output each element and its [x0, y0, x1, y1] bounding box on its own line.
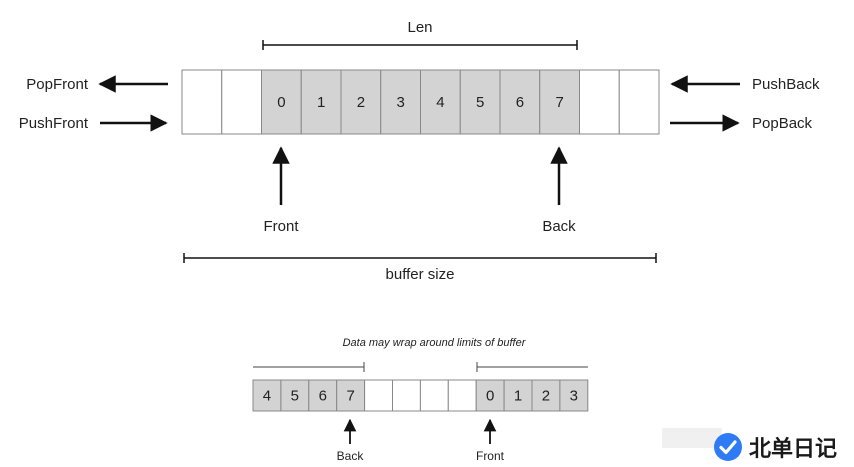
bottom-buffer-cell: 5	[280, 379, 310, 412]
top-buffer-cell-box	[420, 69, 461, 135]
bottom-buffer-cell-index: 1	[514, 388, 522, 405]
top-buffer-cell-index: 3	[396, 94, 404, 111]
bottom-buffer-cell-index: 0	[486, 388, 494, 405]
bottom-buffer-cell-box	[531, 379, 561, 412]
pop-front-label: PopFront	[26, 76, 89, 93]
top-buffer: 0 1 2 3 4 5 6 7	[181, 69, 660, 135]
top-buffer-cell-box	[261, 69, 302, 135]
top-buffer-cell-index: 7	[555, 94, 563, 111]
bottom-buffer-cell-index: 6	[319, 388, 327, 405]
bottom-buffer-cell-index: 3	[570, 388, 578, 405]
back-label: Back	[542, 218, 576, 235]
bottom-buffer-cell	[364, 379, 394, 412]
bottom-buffer-cell-index: 2	[542, 388, 550, 405]
bottom-buffer-cell	[392, 379, 421, 412]
bottom-buffer-cell-box	[252, 379, 282, 412]
bottom-buffer-cell-index: 7	[346, 388, 354, 405]
top-buffer-cell: 5	[459, 69, 501, 135]
top-buffer-cell: 2	[340, 69, 382, 135]
bottom-front-label: Front	[476, 449, 505, 463]
top-buffer-cell: 3	[380, 69, 421, 135]
top-buffer-cell	[618, 69, 660, 135]
bottom-buffer-cell	[419, 379, 449, 412]
top-buffer-cell-index: 0	[277, 94, 285, 111]
pop-back-label: PopBack	[752, 115, 813, 132]
top-buffer-cell: 0	[261, 69, 302, 135]
push-front-label: PushFront	[19, 115, 89, 132]
bottom-buffer-cell: 1	[503, 379, 533, 412]
bottom-buffer-cell-box	[364, 379, 394, 412]
len-label: Len	[407, 19, 432, 36]
bottom-buffer-cell: 0	[475, 379, 505, 412]
bottom-buffer-cell-box	[419, 379, 449, 412]
bottom-buffer-cell: 2	[531, 379, 561, 412]
front-label: Front	[263, 218, 299, 235]
bottom-buffer: 4 5 6 7 0 1 2 3	[252, 379, 589, 412]
check-badge-icon	[714, 433, 742, 461]
top-buffer-cell	[181, 69, 223, 135]
wrap-bracket-right	[476, 362, 588, 372]
top-buffer-cell-index: 6	[516, 94, 524, 111]
bottom-buffer-cell-box	[503, 379, 533, 412]
bottom-buffer-cell: 7	[336, 379, 366, 412]
top-buffer-cell: 7	[539, 69, 580, 135]
push-back-label: PushBack	[752, 76, 820, 93]
buffer-size-label: buffer size	[386, 266, 455, 283]
top-buffer-cell-box	[181, 69, 223, 135]
bottom-buffer-cell-box	[280, 379, 310, 412]
bottom-buffer-cell-index: 5	[291, 388, 299, 405]
bottom-buffer-cell-box	[447, 379, 477, 412]
watermark: 北单日记	[713, 430, 837, 464]
wrap-bracket-left	[253, 362, 365, 372]
top-buffer-cell-index: 4	[436, 94, 444, 111]
top-buffer-cell-box	[618, 69, 660, 135]
top-buffer-cell-index: 2	[357, 94, 365, 111]
top-buffer-cell	[579, 69, 620, 135]
watermark-shade	[662, 428, 722, 448]
bottom-buffer-cell: 6	[308, 379, 338, 412]
top-buffer-cell: 6	[499, 69, 541, 135]
bottom-buffer-cell-box	[475, 379, 505, 412]
top-buffer-cell: 4	[420, 69, 461, 135]
bottom-back-label: Back	[337, 449, 365, 463]
bottom-buffer-cell-box	[308, 379, 338, 412]
bottom-buffer-cell-box	[559, 379, 589, 412]
buffer-size-bracket	[183, 253, 657, 263]
top-buffer-cell: 1	[300, 69, 342, 135]
top-buffer-cell-box	[459, 69, 501, 135]
wrap-caption: Data may wrap around limits of buffer	[343, 337, 527, 349]
top-buffer-cell-box	[380, 69, 421, 135]
top-buffer-cell-box	[340, 69, 382, 135]
top-buffer-cell-index: 1	[317, 94, 325, 111]
watermark-text: 北单日记	[749, 437, 838, 462]
bottom-buffer-cell	[447, 379, 477, 412]
top-buffer-cell	[221, 69, 262, 135]
top-buffer-cell-index: 5	[476, 94, 484, 111]
top-buffer-cell-box	[300, 69, 342, 135]
top-buffer-cell-box	[579, 69, 620, 135]
len-bracket	[262, 40, 578, 50]
top-buffer-cell-box	[539, 69, 580, 135]
bottom-buffer-cell-index: 4	[263, 388, 271, 405]
bottom-buffer-cell: 4	[252, 379, 282, 412]
bottom-buffer-cell-box	[392, 379, 421, 412]
bottom-buffer-cell: 3	[559, 379, 589, 412]
bottom-buffer-cell-box	[336, 379, 366, 412]
top-buffer-cell-box	[221, 69, 262, 135]
